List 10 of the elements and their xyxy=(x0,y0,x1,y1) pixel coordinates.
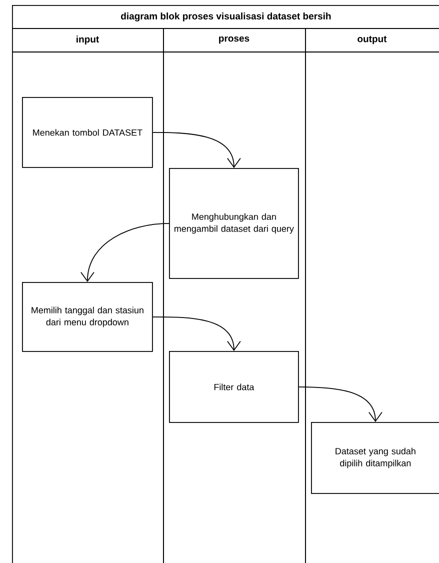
arrow xyxy=(152,316,241,351)
process-box: Dataset yang sudah dipilih ditampilkan xyxy=(311,422,439,494)
process-box: Menekan tombol DATASET xyxy=(22,97,153,168)
arrow xyxy=(152,132,241,168)
process-box: Filter data xyxy=(169,351,299,423)
arrow xyxy=(298,386,382,422)
process-box: Memilih tanggal dan stasiun dari menu dropdown xyxy=(22,282,153,352)
process-box: Menghubungkan dan mengambil dataset dari query xyxy=(169,168,299,279)
title-bar: diagram blok proses visualisasi dataset bersih xyxy=(12,5,439,29)
arrow xyxy=(80,223,170,282)
